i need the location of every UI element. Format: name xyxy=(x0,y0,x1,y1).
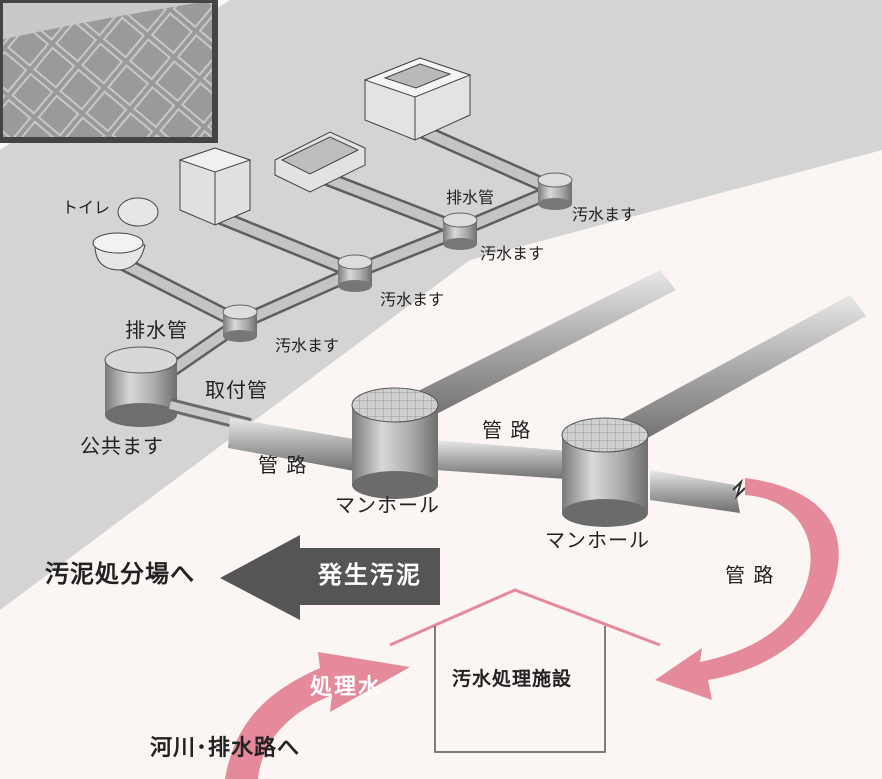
pipeline-label-3: 管 路 xyxy=(725,563,775,587)
treatment-facility-label: 汚水処理施設 xyxy=(452,668,573,690)
sewage-basin-label-2: 汚水ます xyxy=(480,244,545,263)
public-basin xyxy=(104,346,178,427)
pipeline-label-1: 管 路 xyxy=(258,453,308,477)
generated-sludge-label: 発生汚泥 xyxy=(318,561,422,589)
sewage-basin-label-4: 汚水ます xyxy=(275,336,340,355)
pipeline-flow-arrow xyxy=(655,478,839,700)
manhole-2 xyxy=(561,417,649,527)
connection-pipe-label: 取付管 xyxy=(205,378,268,402)
treated-water-arrow xyxy=(225,652,410,779)
manhole-label-2: マンホール xyxy=(545,528,650,552)
drain-pipe-upper-label: 排水管 xyxy=(446,188,495,207)
bathtub-fixture xyxy=(274,131,366,193)
washing-machine-fixture xyxy=(178,147,252,226)
sink-cabinet-fixture xyxy=(363,57,472,141)
treatment-facility-outline xyxy=(389,588,661,753)
to-river-label: 河川･排水路へ xyxy=(150,736,301,761)
sewage-basins xyxy=(222,172,573,342)
sludge-arrow xyxy=(220,535,440,620)
pipeline-label-2: 管 路 xyxy=(482,418,532,442)
photo-inset xyxy=(0,0,218,143)
drain-pipe-lower-label: 排水管 xyxy=(125,318,188,342)
manhole-label-1: マンホール xyxy=(335,493,440,517)
main-pipes xyxy=(228,270,866,513)
sludge-disposal-label: 汚泥処分場へ xyxy=(45,560,195,588)
public-basin-label: 公共ます xyxy=(80,434,164,458)
manhole-1 xyxy=(351,387,439,499)
treated-water-label: 処理水 xyxy=(310,675,383,700)
sewage-basin-label-1: 汚水ます xyxy=(572,205,637,224)
toilet-fixture xyxy=(92,197,159,271)
toilet-label: トイレ xyxy=(62,198,111,217)
sewage-basin-label-3: 汚水ます xyxy=(380,290,445,309)
